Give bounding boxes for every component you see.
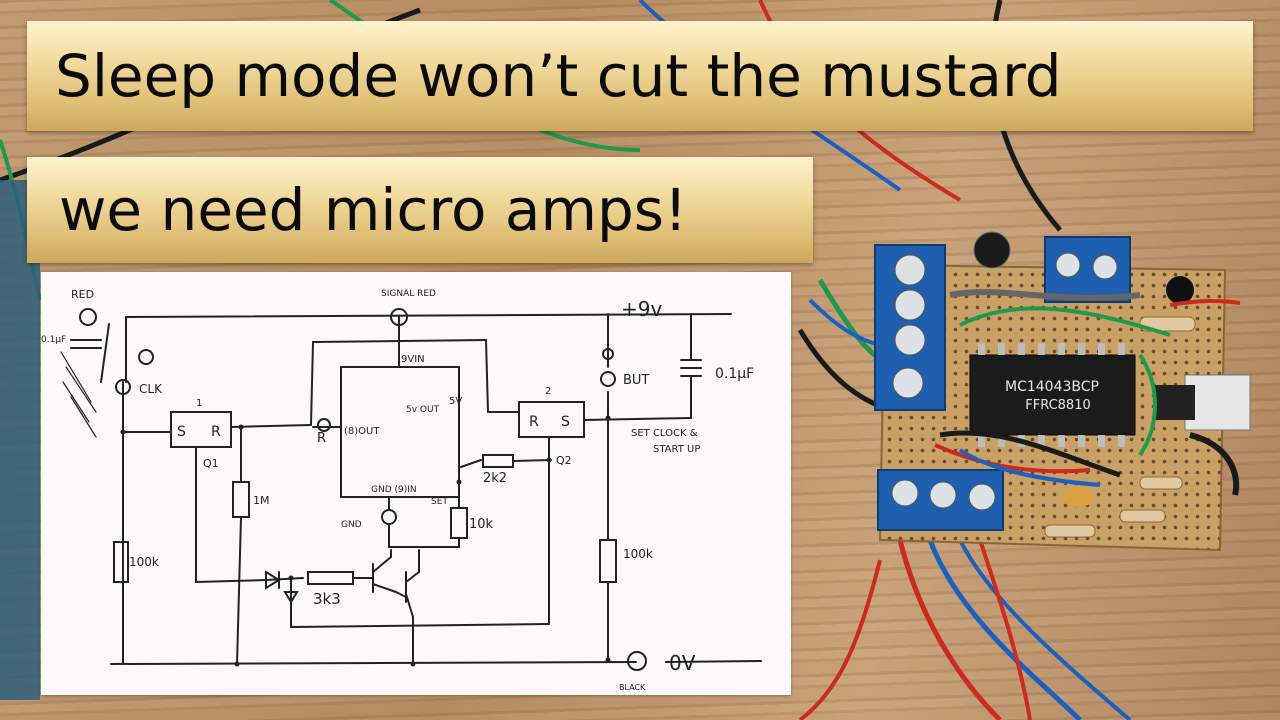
- caption-banner-bottom: we need micro amps!: [27, 157, 813, 263]
- label-set: SET: [431, 497, 448, 507]
- label-cap-left: 0.1µF: [41, 335, 66, 345]
- label-gnd: GND: [341, 520, 362, 530]
- label-5v: 5V: [449, 396, 462, 407]
- label-10k: 10k: [469, 517, 494, 532]
- label-100k-left: 100k: [129, 555, 159, 569]
- label-clk: CLK: [139, 382, 163, 396]
- label-q2: Q2: [556, 454, 572, 467]
- label-ff1-s: S: [177, 424, 186, 440]
- terminal-block-left: [874, 244, 946, 411]
- label-100k-right: 100k: [623, 547, 653, 561]
- chip-label-line1: MC14043BCP: [1005, 379, 1099, 395]
- label-r-pin: R: [317, 431, 326, 446]
- label-3k3: 3k3: [313, 590, 341, 608]
- label-cap-right: 0.1µF: [715, 366, 754, 382]
- schematic-sheet: RED SIGNAL RED +9v 9VIN CLK 0.1µF 1 S R …: [41, 272, 791, 695]
- label-9vin: 9VIN: [401, 354, 425, 365]
- label-plus-9v: +9v: [621, 297, 662, 321]
- terminal-block-top: [1044, 236, 1131, 303]
- circuit-board-photo: MC14043BCP FFRC8810: [840, 225, 1280, 585]
- label-q1: Q1: [203, 457, 219, 470]
- label-but: BUT: [623, 373, 649, 388]
- label-1m: 1M: [253, 494, 270, 507]
- label-0v: 0V: [669, 651, 696, 675]
- label-ff2-r: R: [529, 414, 539, 430]
- label-gnd-9in: GND (9)IN: [371, 485, 417, 495]
- label-ff2-s: S: [561, 414, 570, 430]
- label-ff1-r: R: [211, 424, 221, 440]
- schematic-drawing: RED SIGNAL RED +9v 9VIN CLK 0.1µF 1 S R …: [41, 288, 762, 692]
- caption-banner-top: Sleep mode won’t cut the mustard: [27, 21, 1253, 131]
- chip-label-line2: FFRC8810: [1025, 398, 1091, 413]
- label-ff2-number: 2: [545, 386, 551, 397]
- label-signal-red: SIGNAL RED: [381, 289, 436, 299]
- label-8-out: (8)OUT: [344, 426, 380, 437]
- label-red: RED: [71, 288, 94, 301]
- label-black: BLACK: [619, 683, 646, 692]
- caption-line-2: we need micro amps!: [59, 176, 688, 244]
- caption-line-1: Sleep mode won’t cut the mustard: [55, 42, 1062, 110]
- label-start-up: START UP: [653, 444, 700, 455]
- ic-chip: MC14043BCP FFRC8810: [969, 343, 1136, 447]
- label-set-clock: SET CLOCK &: [631, 428, 698, 439]
- terminal-block-bottom: [877, 469, 1004, 531]
- label-ff1-number: 1: [196, 398, 202, 409]
- label-5v-out: 5v OUT: [406, 405, 440, 415]
- label-2k2: 2k2: [483, 471, 507, 486]
